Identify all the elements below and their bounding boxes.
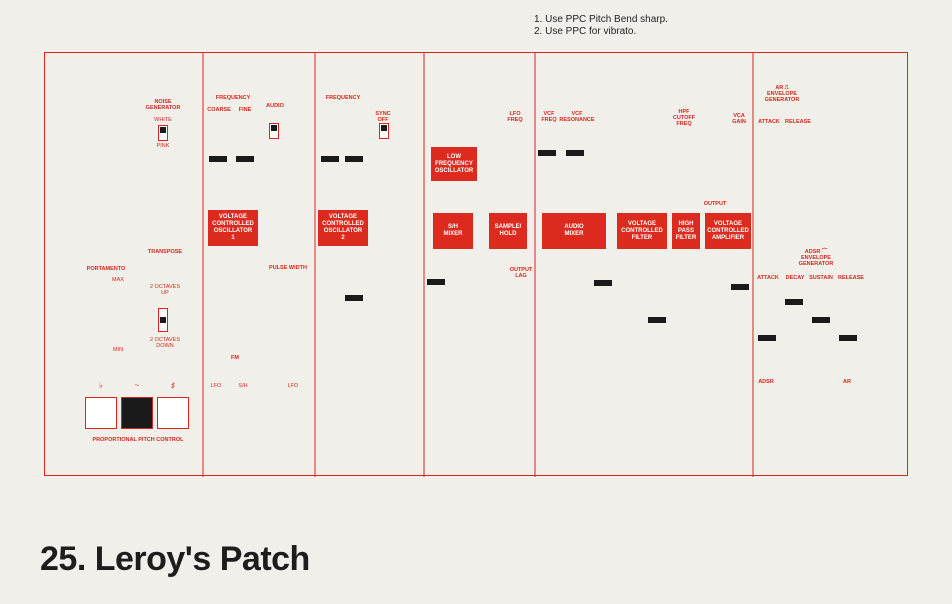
lfo-module: LOW FREQUENCY OSCILLATOR	[431, 147, 477, 181]
ar-attack-label: ATTACK	[758, 119, 780, 125]
vco1-fine-label: FINE	[238, 107, 252, 113]
adsr-release-label: RELEASE	[838, 275, 864, 281]
vca-gain-label: VCA GAIN	[732, 113, 746, 125]
min-label: MIN	[112, 347, 124, 353]
flat-label: ♭	[99, 381, 103, 390]
vco1-sh-label: S/H	[238, 383, 248, 389]
adsr-attack-slider[interactable]	[758, 335, 776, 341]
vcf-freq-slider[interactable]	[538, 150, 556, 156]
vcf-resonance-slider[interactable]	[566, 150, 584, 156]
vca-slider[interactable]	[731, 284, 749, 290]
adsr-label: ADSR	[758, 379, 774, 385]
octaves-down-label: 2 OCTAVES DOWN	[149, 337, 181, 349]
ar-envelope-label: AR ⎍ ENVELOPE GENERATOR	[764, 85, 800, 103]
output-label: OUTPUT	[703, 201, 727, 207]
page-title: 25. Leroy's Patch	[40, 540, 310, 578]
mixer-vco2-slider[interactable]	[594, 280, 612, 286]
note-2: 2. Use PPC for vibrato.	[534, 26, 637, 37]
vco1-pw-lfo-label: LFO	[287, 383, 299, 389]
synth-panel: NOISE GENERATOR WHITE PINK PORTAMENTO MA…	[44, 52, 908, 477]
adsr-envelope-label: ADSR ⏜ ENVELOPE GENERATOR	[798, 249, 834, 267]
patch-notes: 1. Use PPC Pitch Bend sharp. 2. Use PPC …	[534, 14, 668, 38]
output-lag-label: OUTPUT LAG	[509, 267, 533, 279]
vcf-module: VOLTAGE CONTROLLED FILTER	[617, 213, 667, 249]
hpf-cutoff-label: HPF CUTOFF FREQ	[672, 109, 696, 127]
vcf-sh-slider[interactable]	[648, 317, 666, 323]
vco1-frequency-label: FREQUENCY	[215, 95, 251, 101]
vca-module: VOLTAGE CONTROLLED AMPLIFIER	[705, 213, 751, 249]
sharp-label: ♯	[171, 381, 175, 390]
adsr-sustain-slider[interactable]	[812, 317, 830, 323]
vco1-module: VOLTAGE CONTROLLED OSCILLATOR 1	[208, 210, 258, 246]
hpf-module: HIGH PASS FILTER	[672, 213, 700, 249]
ar-release-label: RELEASE	[785, 119, 811, 125]
vco1-lfo-label: LFO	[210, 383, 222, 389]
noise-color-switch[interactable]	[158, 125, 168, 141]
sh-mixer-module: S/H MIXER	[433, 213, 473, 249]
sync-off-label: SYNC OFF	[375, 111, 391, 123]
ppc-natural-pad[interactable]	[121, 397, 153, 429]
vco1-fm-label: FM	[231, 355, 239, 361]
white-label: WHITE	[154, 117, 172, 123]
vco2-frequency-label: FREQUENCY	[325, 95, 361, 101]
vco1-fine-slider[interactable]	[236, 156, 254, 162]
natural-label: ~	[134, 381, 140, 390]
adsr-release-slider[interactable]	[839, 335, 857, 341]
vco2-mod-slider[interactable]	[345, 295, 363, 301]
noise-generator-label: NOISE GENERATOR	[145, 99, 181, 111]
panel-lines	[202, 53, 754, 477]
portamento-label: PORTAMENTO	[86, 266, 126, 272]
vco2-fine-slider[interactable]	[345, 156, 363, 162]
audio-label: AUDIO	[266, 103, 284, 109]
adsr-sustain-label: SUSTAIN	[809, 275, 833, 281]
note-1: 1. Use PPC Pitch Bend sharp.	[534, 14, 668, 25]
audio-mixer-module: AUDIO MIXER	[542, 213, 606, 249]
adsr-decay-slider[interactable]	[785, 299, 803, 305]
transpose-switch[interactable]	[158, 308, 168, 332]
ppc-flat-pad[interactable]	[85, 397, 117, 429]
vco2-coarse-slider[interactable]	[321, 156, 339, 162]
sample-hold-module: SAMPLE/ HOLD	[489, 213, 527, 249]
vco1-range-switch[interactable]	[269, 123, 279, 139]
lfo-freq-label: LFO FREQ	[507, 111, 523, 123]
adsr-attack-label: ATTACK	[757, 275, 779, 281]
octaves-up-label: 2 OCTAVES UP	[149, 284, 181, 296]
transpose-label: TRANSPOSE	[147, 249, 183, 255]
vcf-freq-label: VCF FREQ	[541, 111, 557, 123]
vcf-resonance-label: VCF RESONANCE	[559, 111, 595, 123]
vco1-coarse-label: COARSE	[207, 107, 231, 113]
sh-vco1-slider[interactable]	[427, 279, 445, 285]
sync-switch[interactable]	[379, 123, 389, 139]
pink-label: PINK	[156, 143, 170, 149]
vco1-coarse-slider[interactable]	[209, 156, 227, 162]
vco1-pulse-width-label: PULSE WIDTH	[269, 265, 307, 271]
vco2-module: VOLTAGE CONTROLLED OSCILLATOR 2	[318, 210, 368, 246]
max-label: MAX	[112, 277, 124, 283]
ar-label: AR	[843, 379, 851, 385]
ppc-sharp-pad[interactable]	[157, 397, 189, 429]
adsr-decay-label: DECAY	[785, 275, 805, 281]
ppc-label: PROPORTIONAL PITCH CONTROL	[92, 437, 184, 443]
